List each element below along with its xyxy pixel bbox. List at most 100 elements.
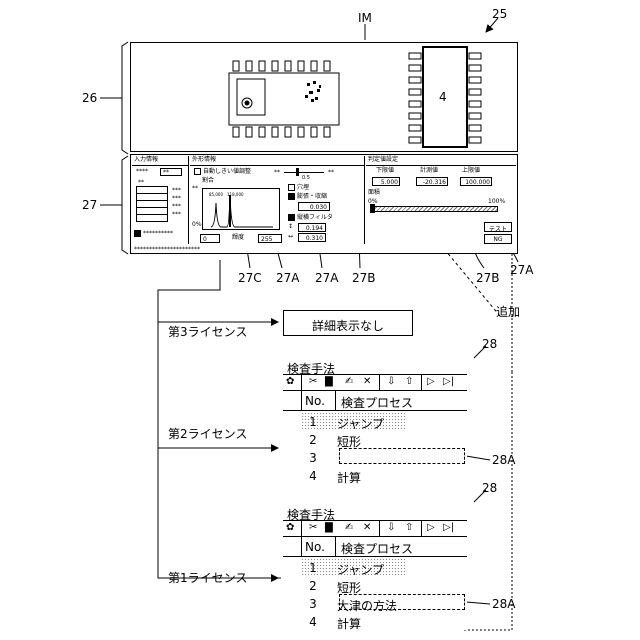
method-panel-2: 検査手法 ✿ ✂ ▇ ✍ ✕ ⇩ ⇧ ▷ ▷| No. 検査プロセス 1ジャンプ… [283,358,467,484]
judgement-section: 判定値設定 下限値 計測値 上限値 5.000 -20.316 100.000 … [366,156,516,244]
measured-label: 計測値 [420,168,438,174]
input-field-a: **** [136,169,148,175]
col-no: No. [305,394,325,408]
expand-shrink-checkbox[interactable]: 膨張・収縮 [288,193,327,200]
lower-label: 下限値 [376,168,394,174]
area-label: 面積 [368,190,380,196]
callout-27a-1: 27A [276,272,299,284]
gear-icon[interactable]: ✿ [286,522,294,533]
side-value-1: *** [172,188,181,194]
input-list[interactable] [136,186,168,222]
filter-v-field[interactable]: 0.194 [298,223,326,232]
scissors-icon[interactable]: ✂ [309,522,317,533]
toolbar: ✿ ✂ ▇ ✍ ✕ ⇩ ⇧ ▷ ▷| [283,520,467,537]
list-item[interactable]: 1ジャンプ [283,558,467,576]
horizontal-arrow-icon: ↔ [288,234,293,240]
paste-icon[interactable]: ✍ [345,376,353,387]
list-item[interactable]: 4計算 [283,612,467,630]
callout-28a-1: 28A [492,454,515,466]
arrow-down-icon[interactable]: ⇩ [387,376,395,387]
vh-filter-checkbox[interactable]: 縦横フィルタ [288,214,333,221]
method-panel-1: 検査手法 ✿ ✂ ▇ ✍ ✕ ⇩ ⇧ ▷ ▷| No. 検査プロセス 1ジャンプ… [283,504,467,630]
delete-icon[interactable]: ✕ [363,376,371,387]
list-item[interactable]: 2短形 [283,576,467,594]
license-1-label: 第1ライセンス [168,572,247,584]
scissors-icon[interactable]: ✂ [309,376,317,387]
ratio-label: 割合 [202,178,214,184]
arrow-down-icon[interactable]: ⇩ [387,522,395,533]
callout-28a-2: 28A [492,598,515,610]
no-detail-box: 詳細表示なし [283,310,413,336]
histogram-curve [203,189,281,231]
callout-27b-2: 27B [476,272,500,284]
license-2-label: 第2ライセンス [168,428,247,440]
histogram: 85,000 118,000 [202,188,280,230]
list-item[interactable]: 4計算 [283,466,467,484]
lower-value-field[interactable]: 5.000 [372,177,400,186]
empty-slot-28a[interactable] [339,448,465,464]
add-label: 追加 [496,306,520,318]
status-bar: ********************** [134,247,200,253]
side-value-2: *** [172,196,181,202]
input-field-b[interactable]: ** [160,168,182,176]
bar-max-label: 100% [488,199,505,205]
ref-panel: 27 [82,199,97,211]
arrow-up-icon[interactable]: ⇧ [405,522,413,533]
test-button[interactable]: テスト [484,222,512,232]
side-value-3: *** [172,204,181,210]
ref-device: 25 [492,8,507,20]
shape-info-title: 外形情報 [192,157,216,163]
list-item[interactable]: 2短形 [283,430,467,448]
hole-fill-checkbox[interactable]: 穴埋 [288,184,309,191]
area-bar-marker [370,204,375,213]
added-slot-28a[interactable] [339,594,465,610]
play-end-icon[interactable]: ▷| [443,522,454,533]
upper-label: 上限値 [462,168,480,174]
ref-method-list-2: 28 [482,338,497,350]
callout-27c: 27C [238,272,262,284]
input-info-title: 入力情報 [134,157,158,163]
slider-mark-mid: 0.5 [302,176,310,181]
ref-screen: 26 [82,92,97,104]
image-display-area: 4 [130,42,518,152]
toolbar: ✿ ✂ ▇ ✍ ✕ ⇩ ⇧ ▷ ▷| [283,374,467,391]
ref-method-list-1: 28 [482,482,497,494]
upper-value-field[interactable]: 100.000 [460,177,492,186]
arrow-up-icon[interactable]: ⇧ [405,376,413,387]
range-low-field[interactable]: 0 [200,234,220,243]
measured-value-field: -20.316 [416,177,448,186]
range-high-field[interactable]: 255 [258,234,282,243]
callout-27b-1: 27B [352,272,376,284]
play-icon[interactable]: ▷ [427,522,435,533]
col-no: No. [305,540,325,554]
play-end-icon[interactable]: ▷| [443,376,454,387]
pct-top: ** [192,186,198,192]
input-checkbox[interactable]: ********** [134,230,173,237]
threshold-slider-handle[interactable] [296,168,299,176]
play-icon[interactable]: ▷ [427,376,435,387]
slider-mark-right: ** [328,170,334,176]
luminance-label: 輝度 [232,235,244,241]
gear-icon[interactable]: ✿ [286,376,294,387]
judgement-title: 判定値設定 [368,157,398,163]
slider-mark-left: ** [274,170,280,176]
result-indicator: NG [484,234,512,244]
area-bar [372,206,498,212]
paste-icon[interactable]: ✍ [345,522,353,533]
callout-27a-2: 27A [315,272,338,284]
copy-icon[interactable]: ▇ [325,522,333,533]
delete-icon[interactable]: ✕ [363,522,371,533]
auto-threshold-checkbox[interactable]: 自動しきい値調整 [194,168,251,175]
vertical-arrow-icon: ↕ [288,224,293,230]
pct-axis: 0% [192,222,202,228]
col-process: 検査プロセス [341,540,413,557]
side-value-4: *** [172,212,181,218]
filter-h-field[interactable]: 0.310 [298,233,326,242]
copy-icon[interactable]: ▇ [325,376,333,387]
callout-27a-3: 27A [510,264,533,276]
threshold-slider[interactable] [284,172,324,173]
shape-info-section: 外形情報 自動しきい値調整 ** 0.5 ** 割合 ** 0% 85,000 … [190,156,365,244]
expand-value-field[interactable]: 0.030 [298,202,330,211]
license-3-label: 第3ライセンス [168,326,247,338]
list-item[interactable]: 1ジャンプ [283,412,467,430]
